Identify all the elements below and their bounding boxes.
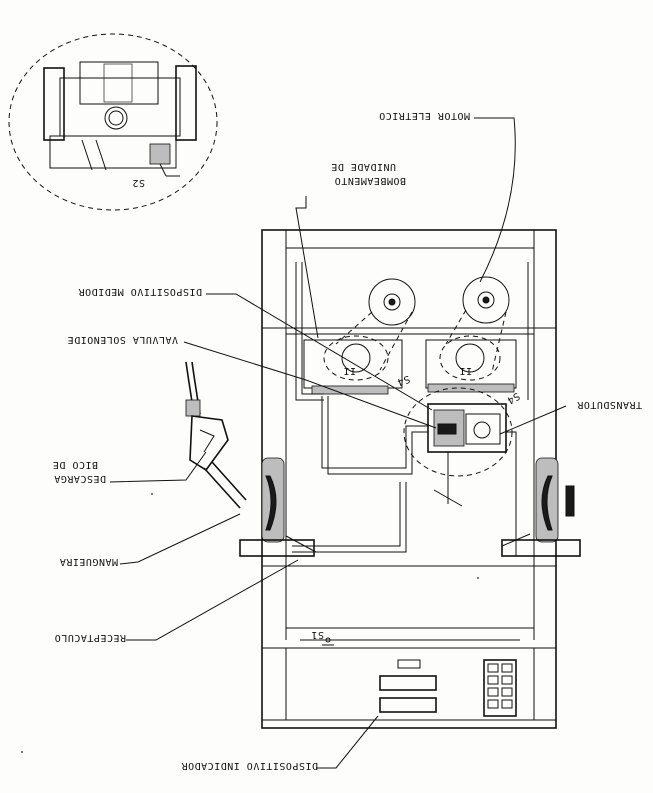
pipe-left-upper (295, 262, 324, 401)
leader-indicador (316, 715, 379, 769)
nozzle-holder-left (239, 457, 317, 557)
leader-unidade (295, 196, 319, 339)
pump-base-left (311, 385, 389, 395)
leader-transdutor (499, 405, 567, 435)
label-transdutor: TRANSDUTOR (576, 399, 642, 410)
meter-body (427, 403, 507, 453)
label-dispositivo-indicador: DISPOSITIVO INDICADOR (181, 760, 318, 771)
switch-s1: S1 (311, 629, 334, 646)
meter-arrow (433, 489, 463, 507)
pump-pulley-left (323, 335, 389, 381)
label-receptaculo: RECEPTACULO (54, 632, 126, 643)
display-window-1 (379, 675, 437, 691)
label-unidade-line2: BOMBEAMENTO (334, 175, 406, 186)
nozzle-collar (185, 399, 201, 417)
nozzle-body (189, 415, 229, 472)
leader-solenoide (183, 341, 437, 429)
holder-right-latch (565, 485, 575, 517)
scan-specks (21, 493, 479, 753)
detail-port-inner (108, 110, 124, 126)
motor-pulley-right (462, 276, 510, 324)
pipe-suction (321, 396, 428, 469)
detail-left-flange (43, 67, 65, 141)
label-unidade-line1: UNIDADE DE (331, 161, 396, 172)
pump-unit-left (303, 339, 403, 389)
label-bico-line1: BICO DE (52, 459, 98, 470)
leader-bico (109, 451, 207, 483)
label-bico-line2: DESCARGA (54, 473, 106, 484)
pipe-lower (292, 482, 401, 547)
leader-medidor (206, 293, 433, 411)
marker-s2: S2 (132, 177, 145, 188)
detail-s2-lead (159, 163, 167, 177)
detail-strut-1 (81, 139, 93, 171)
transducer-block (465, 413, 501, 445)
leader-receptaculo (126, 559, 299, 641)
leader-mangueira (119, 513, 241, 565)
indicator-display (379, 659, 517, 717)
discharge-nozzle (185, 361, 247, 509)
detail-top-housing (79, 61, 159, 105)
label-motor-eletrico: MOTOR ELETRICO (379, 110, 470, 121)
motor-pulley-right-hub (477, 291, 495, 309)
detail-switch-s2 (149, 143, 171, 165)
solenoid-valve (437, 423, 457, 435)
display-window-2 (379, 697, 437, 713)
pumping-units: II II S4 S4 (303, 276, 521, 406)
indicator-panel (261, 647, 557, 729)
pump-unit-right (425, 339, 517, 389)
label-valvula-solenoide: VALVULA SOLENOIDE (67, 334, 178, 345)
meter-assembly (403, 387, 513, 507)
keypad-keys (487, 663, 513, 709)
detail-circle (8, 33, 218, 211)
label-dispositivo-medidor: DISPOSITIVO MEDIDOR (78, 286, 202, 297)
detail-base (49, 135, 177, 169)
keypad (483, 659, 517, 717)
holder-right-base (501, 539, 581, 557)
leader-lines (109, 117, 567, 769)
detail-right-flange (175, 65, 197, 141)
detail-body (59, 77, 181, 137)
marker-s4-left: S4 (395, 373, 411, 388)
pipe-right-riser (506, 431, 517, 556)
callout-labels: MOTOR ELETRICO UNIDADE DE BOMBEAMENTO DI… (52, 110, 642, 771)
label-mangueira: MANGUEIRA (59, 556, 118, 567)
display-small-window (397, 659, 421, 669)
detail-port-outer (104, 106, 128, 130)
pump-base-right (427, 383, 515, 393)
detail-strut-2 (95, 139, 107, 171)
cabinet-outer (261, 229, 557, 729)
detail-view-s2: S2 (8, 33, 218, 211)
motor-pulley-left-hub (383, 293, 401, 311)
motor-pulley-left (368, 278, 416, 326)
motor-num-right: II (459, 365, 472, 376)
leader-motor (474, 117, 516, 283)
detail-top-slot (103, 63, 133, 103)
nozzle-holder-right (501, 457, 581, 557)
motor-num-left: II (343, 365, 356, 376)
drive-belts (335, 309, 507, 373)
nozzle-hose (203, 461, 247, 509)
detail-pump-assembly (43, 61, 197, 177)
pump-pulley-right (439, 335, 501, 381)
dispenser-cabinet (261, 229, 557, 729)
holder-left-base (239, 539, 315, 557)
piping (292, 262, 529, 556)
marker-s1: S1 (311, 629, 324, 640)
